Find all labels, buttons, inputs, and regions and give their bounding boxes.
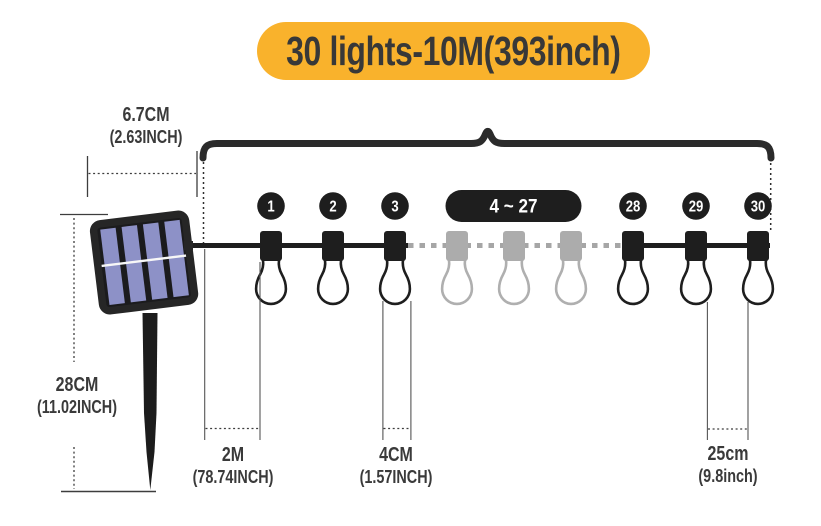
measure-bulb-size-lines (382, 301, 412, 440)
measure-stake-height-lines (60, 213, 108, 489)
socket-30 (747, 231, 769, 261)
stake-height-inches: (11.02INCH) (36, 397, 118, 417)
bulb-hidden-1 (440, 258, 474, 306)
badge-range-label: 4 ~ 27 (490, 196, 538, 217)
ground-stake (142, 313, 158, 490)
measure-panel-width-lines (86, 151, 198, 197)
badge-30-label: 30 (751, 198, 766, 215)
bulb-size-value: 4CM (379, 444, 413, 466)
badge-2-label: 2 (329, 198, 336, 215)
lead-length-value: 2M (221, 444, 245, 466)
badge-29 (682, 192, 710, 220)
span-brace (199, 128, 775, 162)
badge-2 (319, 192, 347, 220)
bulb-28 (616, 258, 650, 306)
socket-hidden-2 (503, 231, 525, 261)
title-text: 30 lights-10M(393inch) (286, 27, 621, 74)
badge-1 (257, 192, 285, 220)
solar-panel-divider-line (101, 254, 187, 268)
bulb-size-inches: (1.57INCH) (359, 467, 433, 487)
panel-wire-connector (184, 241, 193, 250)
measure-lead-length-label: 2M (78.74INCH) (145, 444, 321, 488)
badge-range-pill (445, 190, 582, 222)
panel-width-inches: (2.63INCH) (109, 127, 183, 147)
measure-panel-width-label: 6.7CM (2.63INCH) (58, 104, 234, 148)
socket-28 (622, 231, 644, 261)
lead-length-inches: (78.74INCH) (192, 467, 274, 487)
socket-hidden-1 (446, 231, 468, 261)
badge-1-label: 1 (267, 198, 274, 215)
bulb-2 (316, 258, 350, 306)
bulb-spacing-value: 25cm (707, 443, 749, 465)
measure-bulb-size-label: 4CM (1.57INCH) (308, 444, 484, 488)
badge-30 (744, 192, 772, 220)
socket-29 (685, 231, 707, 261)
panel-width-value: 6.7CM (122, 104, 170, 126)
stake-height-value: 28CM (55, 374, 99, 396)
measure-bulb-spacing-lines (706, 302, 749, 440)
bulb-spacing-inches: (9.8inch) (698, 466, 758, 486)
bulb-29 (679, 258, 713, 306)
bulb-1 (254, 258, 288, 306)
socket-2 (322, 231, 344, 261)
badge-3 (381, 192, 409, 220)
badge-29-label: 29 (689, 198, 704, 215)
title-banner: 30 lights-10M(393inch) (257, 22, 650, 80)
bulb-hidden-3 (554, 258, 588, 306)
socket-hidden-3 (560, 231, 582, 261)
measure-stake-height-label: 28CM (11.02INCH) (0, 374, 165, 418)
socket-1 (260, 231, 282, 261)
solar-panel (89, 210, 199, 315)
badge-28-label: 28 (626, 198, 641, 215)
socket-3 (384, 231, 406, 261)
bulb-30 (741, 258, 775, 306)
measure-lead-length-lines (204, 249, 261, 440)
badge-3-label: 3 (391, 198, 398, 215)
solar-cells (100, 219, 189, 306)
bulb-hidden-2 (497, 258, 531, 306)
measure-bulb-spacing-label: 25cm (9.8inch) (640, 443, 816, 487)
badge-28 (619, 192, 647, 220)
bulb-3 (378, 258, 412, 306)
